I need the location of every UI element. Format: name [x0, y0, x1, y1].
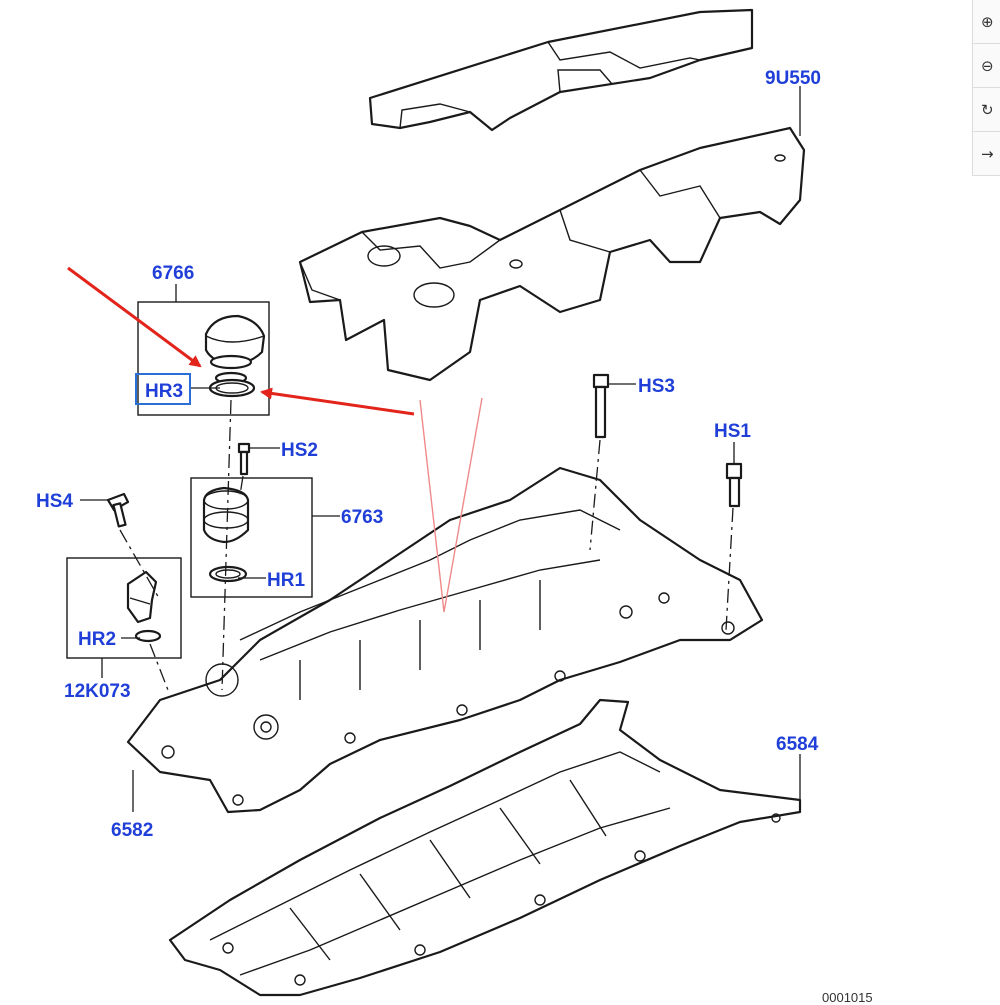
sensor-group-box — [66, 557, 182, 659]
filler-oring-hr1 — [208, 565, 248, 583]
label-hs4: HS4 — [36, 491, 73, 512]
sensor-oring-hr2 — [134, 629, 162, 643]
hr3-highlight-box — [135, 373, 191, 405]
filler-neck — [202, 486, 250, 544]
label-hr1: HR1 — [267, 570, 305, 591]
label-6763: 6763 — [341, 507, 383, 528]
drawing-reference-code: 0001015 — [822, 990, 873, 1005]
label-6766: 6766 — [152, 263, 194, 284]
engine-top-cover — [368, 8, 754, 132]
rotate-icon: ↻ — [981, 100, 994, 119]
label-12k073: 12K073 — [64, 681, 131, 702]
arrow-right-icon: → — [981, 144, 994, 163]
zoom-in-icon: ⊕ — [981, 12, 994, 31]
label-hr2: HR2 — [78, 629, 116, 650]
bolt-hs4 — [106, 492, 130, 528]
filler-group-box — [190, 477, 313, 598]
oil-filler-cap — [204, 314, 266, 370]
bolt-hs3 — [592, 373, 610, 439]
label-hs2: HS2 — [281, 440, 318, 461]
label-hs3: HS3 — [638, 376, 675, 397]
zoom-toolbar: ⊕ ⊖ ↻ → — [972, 0, 1000, 176]
leader-lines — [80, 86, 801, 812]
camshaft-sensor — [126, 570, 158, 624]
label-hr3: HR3 — [145, 381, 183, 402]
label-hs1: HS1 — [714, 421, 751, 442]
next-button[interactable]: → — [972, 132, 1000, 176]
assembly-centerlines — [119, 399, 734, 691]
cam-cover — [126, 466, 764, 814]
label-6582: 6582 — [111, 820, 153, 841]
zoom-out-button[interactable]: ⊖ — [972, 44, 1000, 88]
rotate-button[interactable]: ↻ — [972, 88, 1000, 132]
cap-group-box — [137, 301, 270, 416]
bolt-hs2 — [237, 442, 251, 476]
zoom-in-button[interactable]: ⊕ — [972, 0, 1000, 44]
engine-cover — [298, 126, 806, 382]
bolt-hs1 — [725, 462, 743, 508]
annotation-arrows — [67, 266, 483, 613]
zoom-out-icon: ⊖ — [981, 56, 994, 75]
label-6584: 6584 — [776, 734, 819, 755]
cap-oring-hr3 — [208, 371, 256, 398]
label-9u550: 9U550 — [765, 68, 821, 89]
